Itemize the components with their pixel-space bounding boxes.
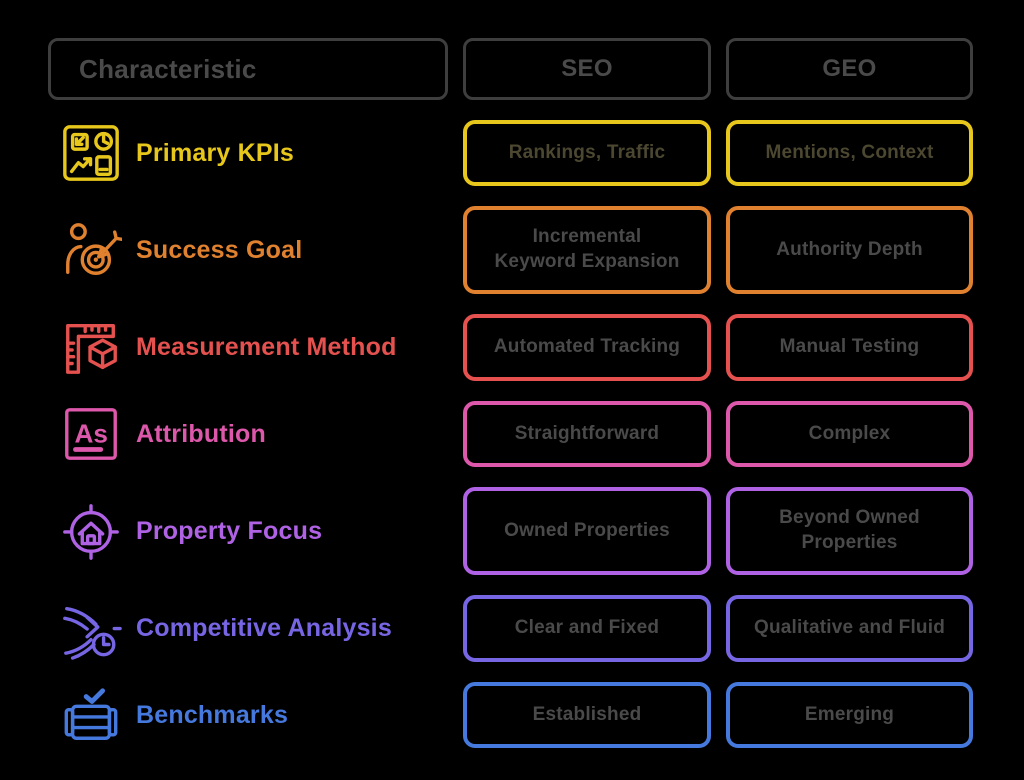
row-label-text: Attribution	[136, 419, 266, 448]
row-label-text: Benchmarks	[136, 700, 289, 729]
seo-value-competitive-analysis: Clear and Fixed	[463, 595, 711, 662]
row-label-benchmarks: Benchmarks	[48, 682, 448, 748]
ruler-cube-icon	[60, 317, 122, 379]
geo-value-measurement-method: Manual Testing	[726, 314, 973, 381]
comparison-table: Characteristic SEO GEO Primary KPIs Ra	[48, 38, 973, 748]
seo-value-success-goal: Incremental Keyword Expansion	[463, 206, 711, 294]
seo-value-attribution: Straightforward	[463, 401, 711, 467]
seo-value-benchmarks: Established	[463, 682, 711, 748]
geo-value-attribution: Complex	[726, 401, 973, 467]
seo-value-primary-kpis: Rankings, Traffic	[463, 120, 711, 186]
row-label-primary-kpis: Primary KPIs	[48, 120, 448, 186]
header-geo: GEO	[726, 38, 973, 100]
row-label-text: Competitive Analysis	[136, 614, 392, 642]
geo-value-success-goal: Authority Depth	[726, 206, 973, 294]
row-label-success-goal: Success Goal	[48, 206, 448, 294]
row-label-property-focus: Property Focus	[48, 487, 448, 575]
geo-value-primary-kpis: Mentions, Context	[726, 120, 973, 186]
row-label-text: Measurement Method	[136, 333, 397, 361]
header-seo: SEO	[463, 38, 711, 100]
geo-value-competitive-analysis: Qualitative and Fluid	[726, 595, 973, 662]
kpi-dashboard-icon	[60, 122, 122, 184]
row-label-competitive-analysis: Competitive Analysis	[48, 595, 448, 662]
header-characteristic: Characteristic	[48, 38, 448, 100]
row-label-measurement-method: Measurement Method	[48, 314, 448, 381]
swoosh-clock-icon	[60, 598, 122, 660]
seo-value-measurement-method: Automated Tracking	[463, 314, 711, 381]
row-label-attribution: As Attribution	[48, 401, 448, 467]
stack-check-icon	[60, 684, 122, 746]
row-label-text: Primary KPIs	[136, 138, 295, 167]
house-target-icon	[60, 500, 122, 562]
geo-value-property-focus: Beyond Owned Properties	[726, 487, 973, 575]
row-label-text: Property Focus	[136, 516, 323, 545]
geo-value-benchmarks: Emerging	[726, 682, 973, 748]
seo-value-property-focus: Owned Properties	[463, 487, 711, 575]
row-label-text: Success Goal	[136, 235, 303, 264]
svg-text:As: As	[75, 419, 108, 449]
person-target-icon	[60, 219, 122, 281]
letter-attribution-icon: As	[60, 403, 122, 465]
